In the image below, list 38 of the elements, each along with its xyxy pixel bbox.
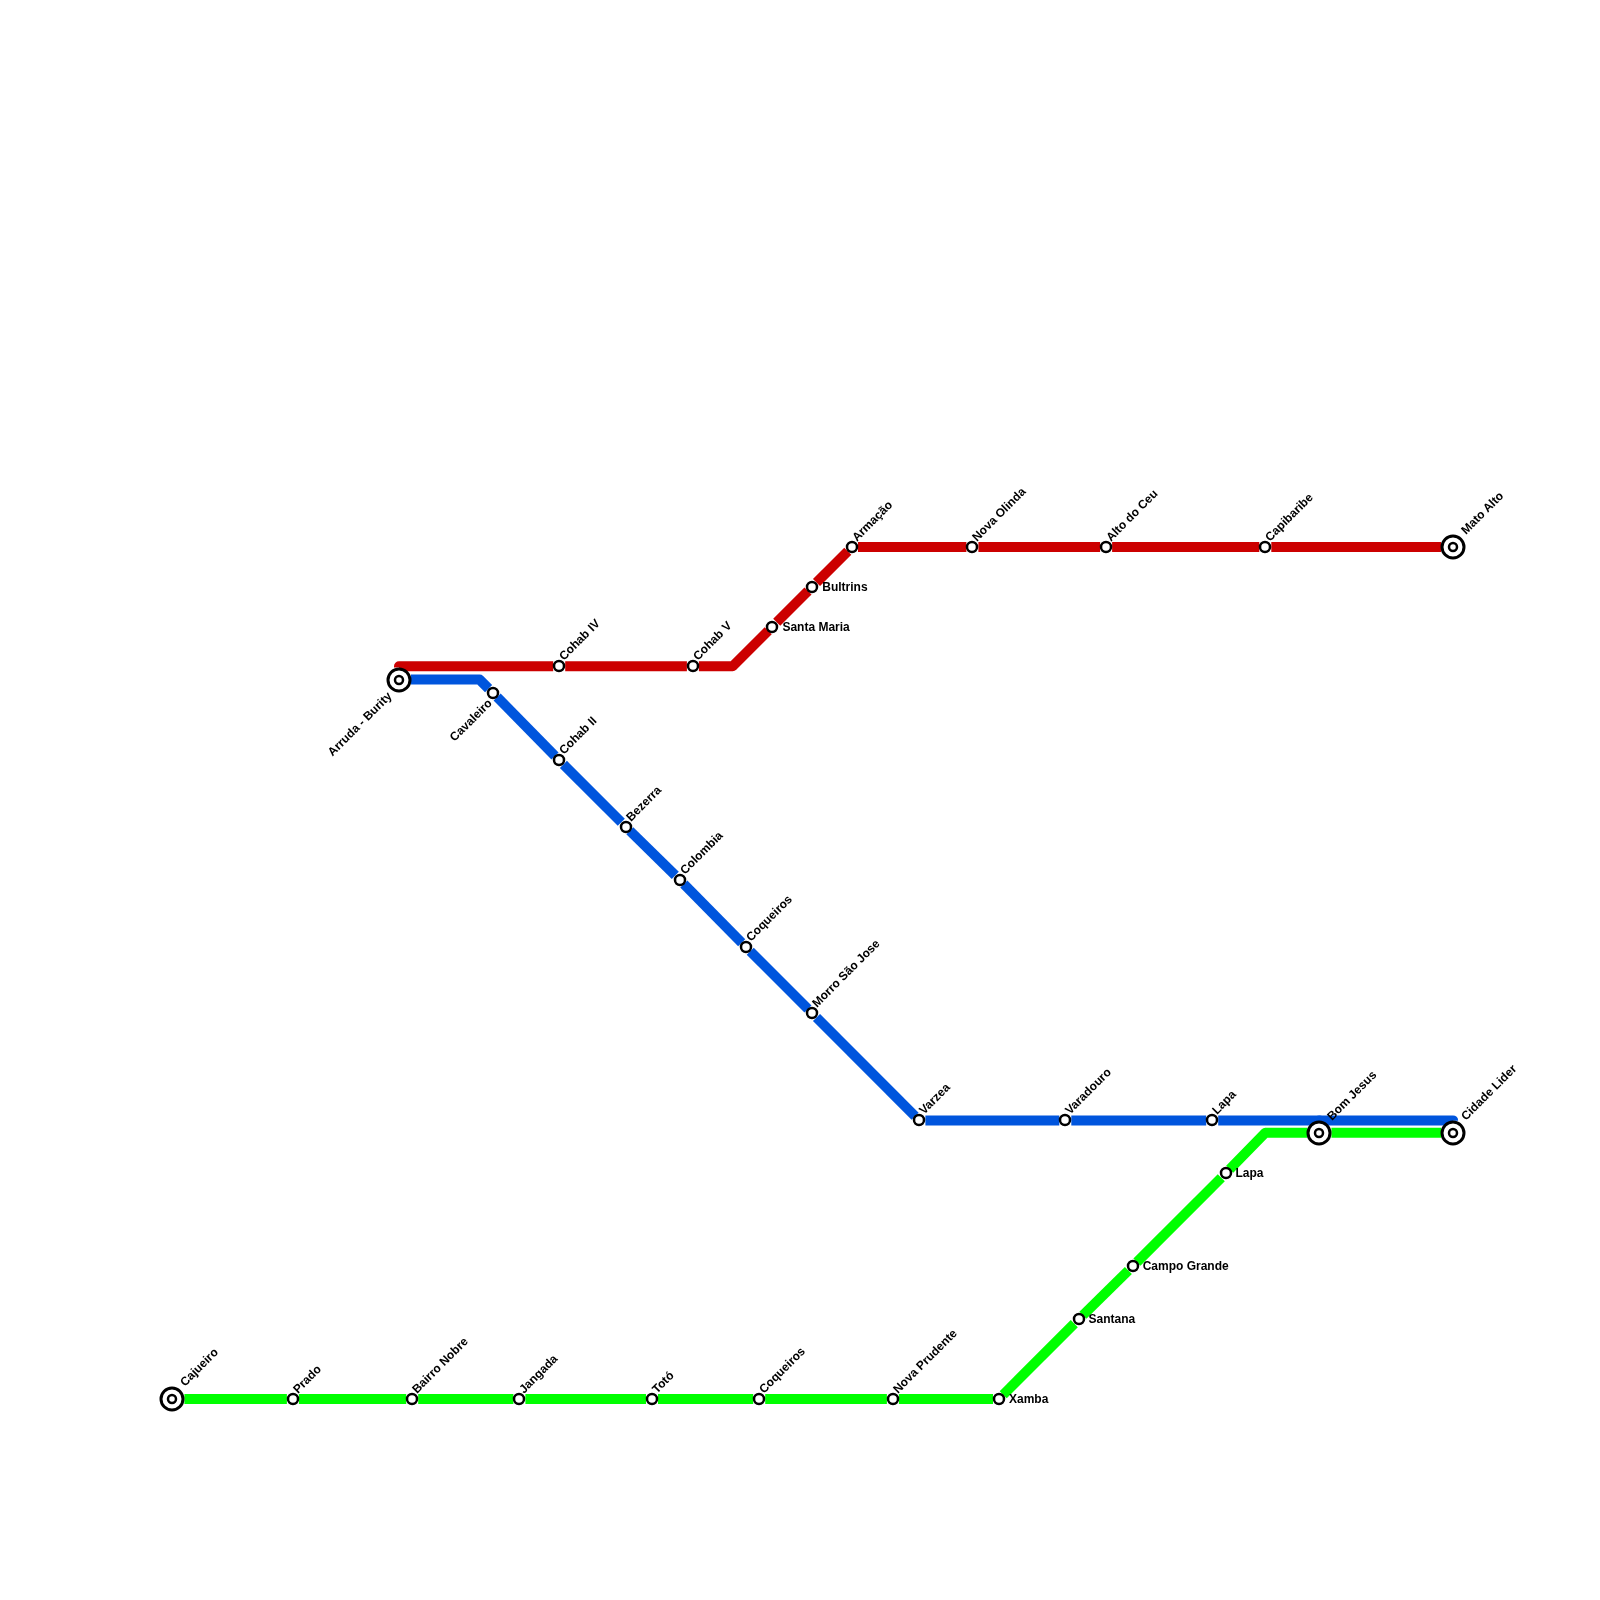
metro-line-segment [1079,1266,1132,1319]
metro-line-segment [680,880,746,947]
metro-line-segment [658,1394,754,1404]
metro-line-segment [418,1394,514,1404]
metro-line-segment [812,1013,919,1120]
metro-line-segment [1226,1127,1308,1173]
metro-line-segment [978,541,1101,552]
metro-line-segment [1133,1174,1225,1266]
metro-line-segment [394,661,554,672]
metro-line-segment [765,1394,887,1404]
metro-line-segment [525,1394,646,1404]
metro-line-segment [1218,1115,1325,1126]
station-name: Lapa [1235,1166,1264,1181]
metro-line-segment [559,760,625,826]
metro-line-segment [298,1394,407,1404]
station-name: Santana [1088,1312,1136,1327]
metro-line-segment [898,1394,993,1404]
metro-line-segment [184,1394,287,1404]
metro-line-segment [1071,1115,1207,1126]
metro-line-segment [812,547,852,587]
metro-line-segment [1271,541,1442,552]
metro-line-segment [746,947,812,1013]
station-name: Campo Grande [1142,1259,1229,1274]
metro-line-segment [565,661,687,672]
metro-line-segment [773,587,812,626]
metro-line-segment [999,1320,1078,1399]
station-name: Alto do Ceu [1103,486,1161,544]
station-name: Xamba [1008,1391,1049,1406]
station-name: Santa Maria [782,619,850,634]
metro-line-segment [626,827,679,879]
metro-line-segment [858,541,967,552]
metro-line-segment [925,1115,1060,1126]
metro-line-segment [411,674,493,693]
metro-line-segment [1331,1127,1442,1138]
metro-line-segment [698,627,772,672]
station-name: Bultrins [822,579,868,594]
metro-line-segment [1112,541,1260,552]
metro-line-segment [493,693,559,760]
